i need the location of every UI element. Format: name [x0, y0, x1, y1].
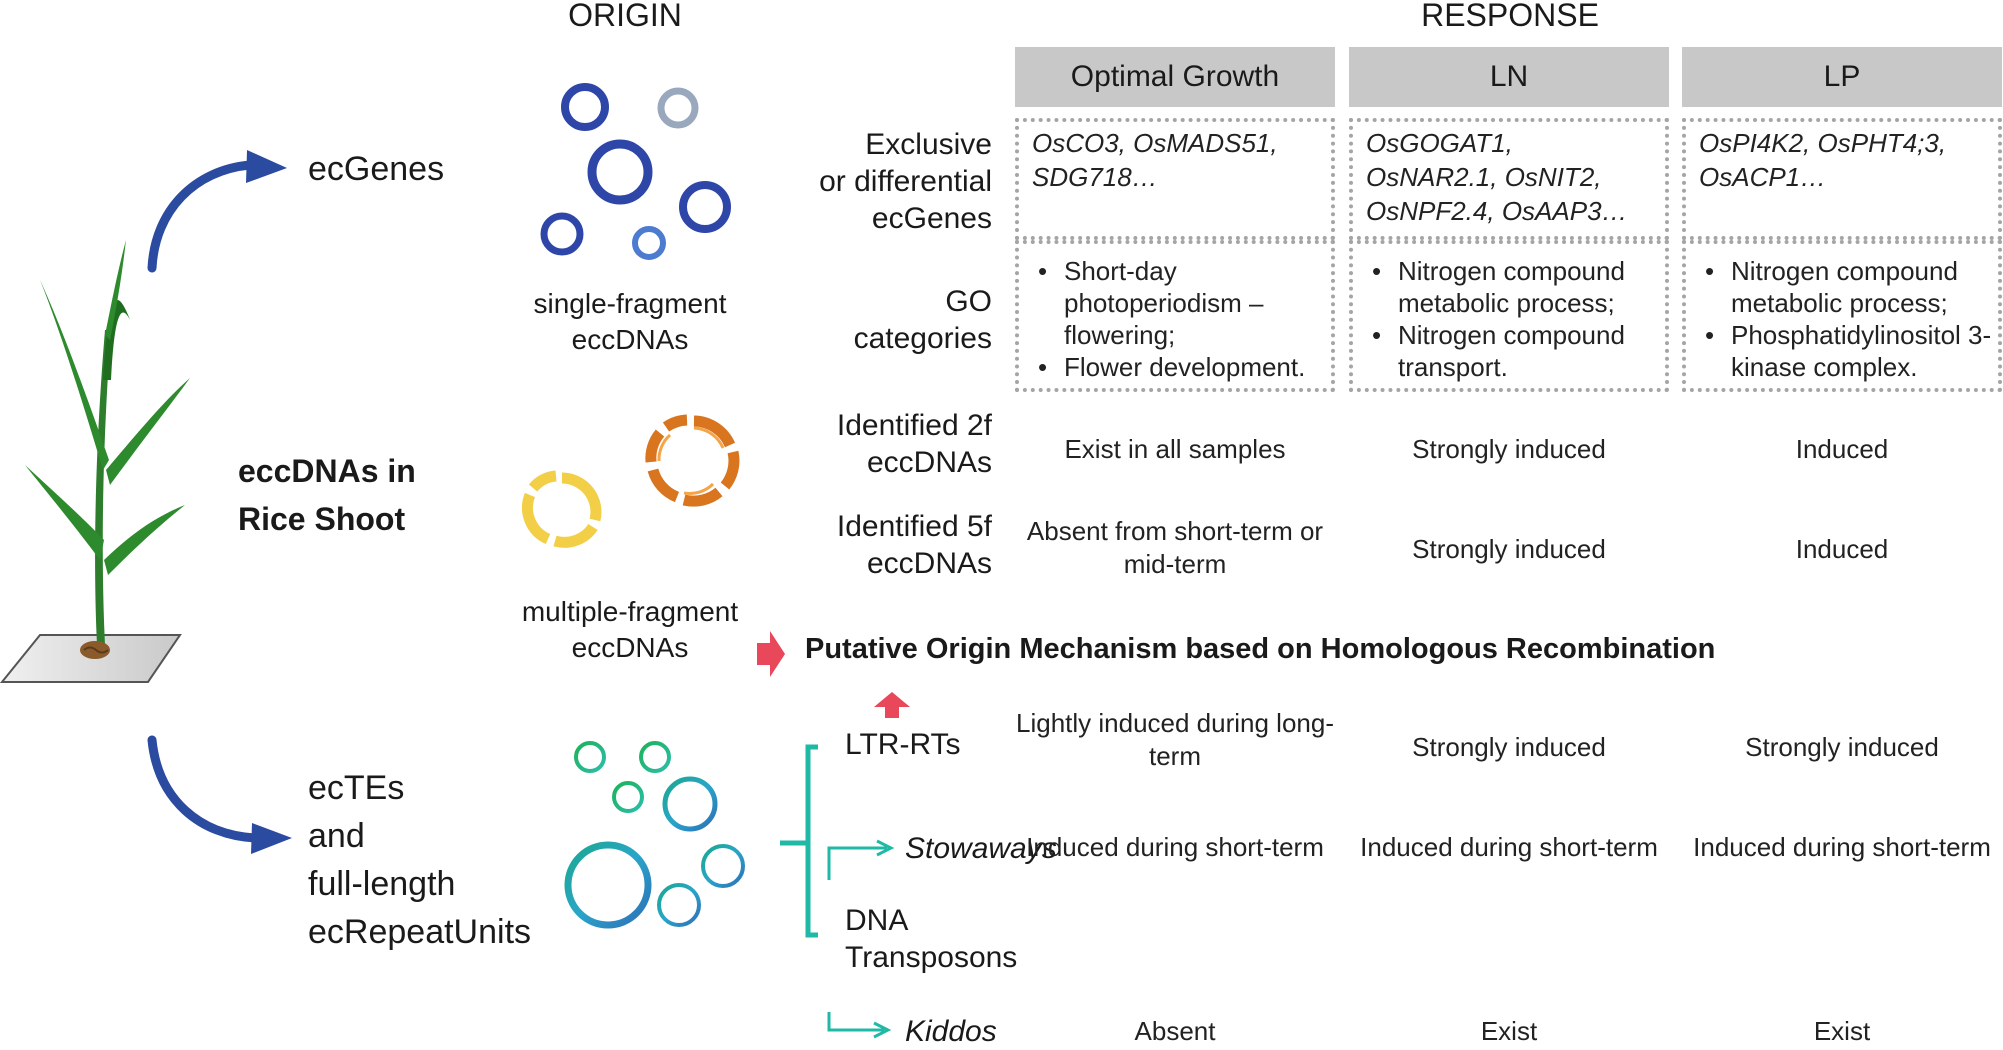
row-label-line: eccDNAs	[866, 446, 992, 479]
mechanism-title: Putative Origin Mechanism based on Homol…	[805, 633, 1716, 665]
cell-kiddos-lp: Exist	[1813, 1016, 1871, 1046]
cell-ltr-optimal: Lightly induced during long-term	[1016, 708, 1334, 771]
gene-line: OsNPF2.4, OsAAP3…	[1366, 196, 1628, 226]
genes-box-optimal	[1015, 118, 1335, 240]
go-list-optimal: Short-day photoperiodism – flowering; Fl…	[1030, 255, 1328, 383]
curved-arrow-icon	[147, 735, 292, 854]
ectes-line: and	[308, 817, 365, 855]
multiple-fragment-label: multiple-fragment eccDNAs	[490, 594, 770, 666]
go-item: Flower development.	[1030, 351, 1328, 383]
row-label-2f: Identified 2f eccDNAs	[770, 407, 992, 481]
cell-stowaways-ln: Induced during short-term	[1360, 832, 1658, 862]
gene-line: SDG718…	[1032, 162, 1158, 192]
go-box-ln	[1349, 240, 1669, 392]
main-title-line1: eccDNAs in	[238, 453, 416, 489]
single-fragment-line1: single-fragment	[533, 288, 727, 319]
row-label-line: GO	[945, 285, 992, 318]
cell-ltr-ln: Strongly induced	[1412, 732, 1606, 762]
ltr-rts-label: LTR-RTs	[845, 728, 961, 761]
gene-line: OsGOGAT1,	[1366, 128, 1513, 158]
go-item: Nitrogen compound transport.	[1364, 319, 1662, 383]
row-label-line: or differential	[819, 165, 992, 198]
exclusive-genes-optimal: OsCO3, OsMADS51, SDG718…	[1032, 126, 1328, 194]
gene-line: OsNAR2.1, OsNIT2,	[1366, 162, 1602, 192]
fragmented-ring-icon	[522, 414, 740, 548]
ecgenes-label: ecGenes	[308, 150, 445, 188]
row-label-exclusive: Exclusive or differential ecGenes	[770, 126, 992, 237]
main-title: eccDNAs in Rice Shoot	[238, 447, 416, 543]
dna-transposons-line1: DNA	[845, 904, 909, 937]
main-title-line2: Rice Shoot	[238, 501, 406, 537]
genes-box-ln	[1349, 118, 1669, 240]
cell-2f-lp: Induced	[1795, 434, 1889, 464]
dna-transposons-label: DNA Transposons	[845, 902, 1017, 976]
ectes-line: ecRepeatUnits	[308, 913, 532, 951]
cell-2f-ln: Strongly induced	[1412, 434, 1606, 464]
gene-line: OsACP1…	[1699, 162, 1827, 192]
ectes-label: ecTEs and full-length ecRepeatUnits	[308, 764, 531, 956]
exclusive-genes-lp: OsPI4K2, OsPHT4;3, OsACP1…	[1699, 126, 1995, 194]
row-label-line: categories	[853, 322, 992, 355]
eccdna-ring-icon	[564, 741, 745, 929]
multiple-fragment-line1: multiple-fragment	[521, 596, 739, 627]
genes-box-lp	[1682, 118, 2002, 240]
go-item: Short-day photoperiodism – flowering;	[1030, 255, 1328, 351]
bracket-icon	[780, 744, 818, 938]
go-item: Nitrogen compound metabolic process;	[1697, 255, 1995, 319]
exclusive-genes-ln: OsGOGAT1, OsNAR2.1, OsNIT2, OsNPF2.4, Os…	[1366, 126, 1662, 228]
cell-5f-optimal: Absent from short-term or mid-term	[1026, 516, 1324, 579]
red-arrow-icon	[874, 692, 910, 718]
go-list-ln: Nitrogen compound metabolic process; Nit…	[1364, 255, 1662, 383]
eccdna-ring-icon	[540, 83, 731, 260]
dna-transposons-line2: Transposons	[845, 941, 1018, 974]
cell-kiddos-ln: Exist	[1480, 1016, 1538, 1046]
go-box-optimal	[1015, 240, 1335, 392]
go-list-lp: Nitrogen compound metabolic process; Pho…	[1697, 255, 1995, 383]
go-item: Nitrogen compound metabolic process;	[1364, 255, 1662, 319]
cell-stowaways-optimal: Induced during short-term	[1026, 832, 1324, 862]
gene-line: OsCO3, OsMADS51,	[1032, 128, 1278, 158]
single-fragment-line2: eccDNAs	[571, 324, 689, 355]
teal-arrow-icon	[827, 839, 895, 1039]
cell-kiddos-optimal: Absent	[1134, 1016, 1216, 1046]
row-label-line: eccDNAs	[866, 547, 992, 580]
multiple-fragment-line2: eccDNAs	[571, 632, 689, 663]
response-heading: RESPONSE	[1421, 0, 1599, 33]
gene-line: OsPI4K2, OsPHT4;3,	[1699, 128, 1947, 158]
column-header-optimal: Optimal Growth	[1015, 47, 1335, 107]
row-label-line: Exclusive	[865, 128, 992, 161]
cell-2f-optimal: Exist in all samples	[1064, 434, 1286, 464]
row-label-5f: Identified 5f eccDNAs	[770, 508, 992, 582]
row-label-go: GO categories	[770, 283, 992, 357]
stowaways-label: Stowaways	[905, 832, 1057, 865]
go-item: Phosphatidylinositol 3-kinase complex.	[1697, 319, 1995, 383]
cell-stowaways-lp: Induced during short-term	[1693, 832, 1991, 862]
ectes-line: full-length	[308, 865, 456, 903]
rice-plant-icon	[0, 240, 190, 683]
column-header-ln: LN	[1349, 47, 1669, 107]
row-label-line: Identified 5f	[836, 510, 992, 543]
row-label-line: ecGenes	[871, 202, 992, 235]
curved-arrow-icon	[147, 150, 287, 273]
cell-5f-lp: Induced	[1795, 534, 1889, 564]
origin-heading: ORIGIN	[568, 0, 682, 33]
cell-ltr-lp: Strongly induced	[1745, 732, 1939, 762]
ectes-line: ecTEs	[308, 769, 405, 807]
kiddos-label: Kiddos	[905, 1015, 997, 1048]
row-label-line: Identified 2f	[836, 409, 992, 442]
go-box-lp	[1682, 240, 2002, 392]
red-arrow-icon	[757, 631, 785, 677]
column-header-lp: LP	[1682, 47, 2002, 107]
single-fragment-label: single-fragment eccDNAs	[500, 286, 760, 358]
cell-5f-ln: Strongly induced	[1412, 534, 1606, 564]
